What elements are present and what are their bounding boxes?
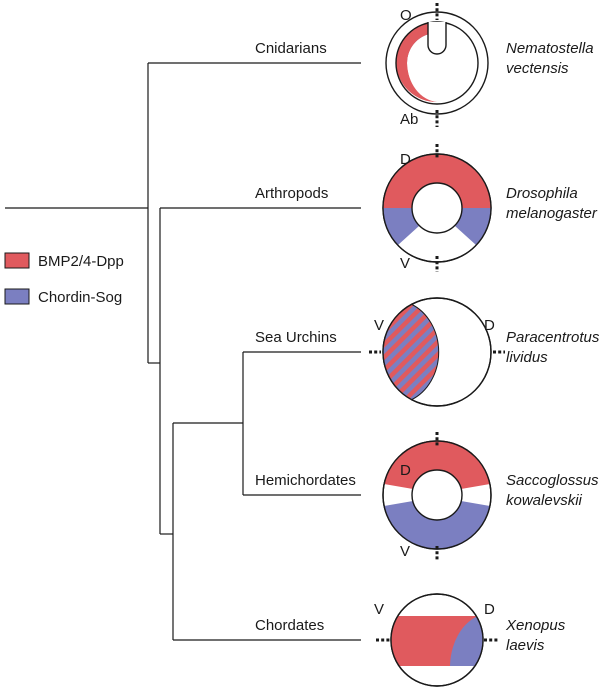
axis-label-ventral: V — [400, 255, 410, 272]
legend-swatch-bmp — [4, 252, 30, 269]
species-name-saccoglossus-line1: Saccoglossus — [506, 472, 599, 489]
axis-label-dorsal: D — [400, 462, 411, 479]
chordin-domain-dorsal — [450, 614, 483, 666]
legend-swatch-chordin — [4, 288, 30, 305]
axis-label-dorsal: D — [484, 317, 495, 334]
axis-label-dorsal: D — [400, 151, 411, 168]
bmp-domain-body — [395, 22, 437, 103]
embryo-saccoglossus: D V — [382, 432, 492, 560]
axis-label-aboral: Ab — [400, 111, 418, 128]
axis-label-ventral: V — [374, 317, 384, 334]
group-label-chordates: Chordates — [255, 617, 324, 634]
chordin-domain-right — [455, 208, 491, 245]
legend-label-chordin: Chordin-Sog — [38, 289, 122, 306]
species-name-drosophila-line1: Drosophila — [506, 185, 578, 202]
axis-label-ventral: V — [374, 601, 384, 618]
axis-label-oral: O — [400, 7, 412, 24]
axis-label-dorsal: D — [484, 601, 495, 618]
embryo-outer-outline — [390, 593, 484, 687]
legend: BMP2/4-Dpp Chordin-Sog — [4, 252, 124, 306]
embryo-drosophila: D V — [382, 144, 492, 272]
group-label-hemichordates: Hemichordates — [255, 472, 356, 489]
species-name-paracentrotus-line1: Paracentrotus — [506, 329, 600, 346]
embryo-nematostella: O Ab — [385, 3, 489, 128]
bmp-chordin-overlap-ventral — [383, 304, 439, 400]
species-name-drosophila-line2: melanogaster — [506, 205, 598, 222]
group-label-cnidarians: Cnidarians — [255, 40, 327, 57]
species-name-saccoglossus-line2: kowalevskii — [506, 492, 583, 509]
bmp-domain-dorsal — [383, 154, 491, 208]
bmp-domain-dorsal — [384, 440, 490, 489]
embryo-paracentrotus: V D — [369, 297, 505, 407]
species-name-nematostella-line2: vectensis — [506, 60, 569, 77]
species-name-paracentrotus-line2: lividus — [506, 349, 548, 366]
group-label-sea-urchins: Sea Urchins — [255, 329, 337, 346]
group-label-arthropods: Arthropods — [255, 185, 328, 202]
chordin-domain-ventral — [384, 501, 490, 550]
phylogenetic-tree — [5, 62, 361, 641]
embryo-outer-outline — [382, 297, 492, 407]
legend-label-bmp: BMP2/4-Dpp — [38, 253, 124, 270]
embryo-inner-circle — [411, 182, 463, 234]
embryo-inner-circle — [411, 469, 463, 521]
species-name-nematostella-line1: Nematostella — [506, 40, 594, 57]
species-name-xenopus-line2: laevis — [506, 637, 545, 654]
overlap-boundary — [410, 303, 440, 401]
axis-label-ventral: V — [400, 543, 410, 560]
embryo-xenopus: V D — [374, 593, 498, 687]
pharynx-invagination — [427, 22, 447, 55]
species-name-xenopus-line1: Xenopus — [505, 617, 566, 634]
chordin-domain-left — [383, 208, 419, 245]
